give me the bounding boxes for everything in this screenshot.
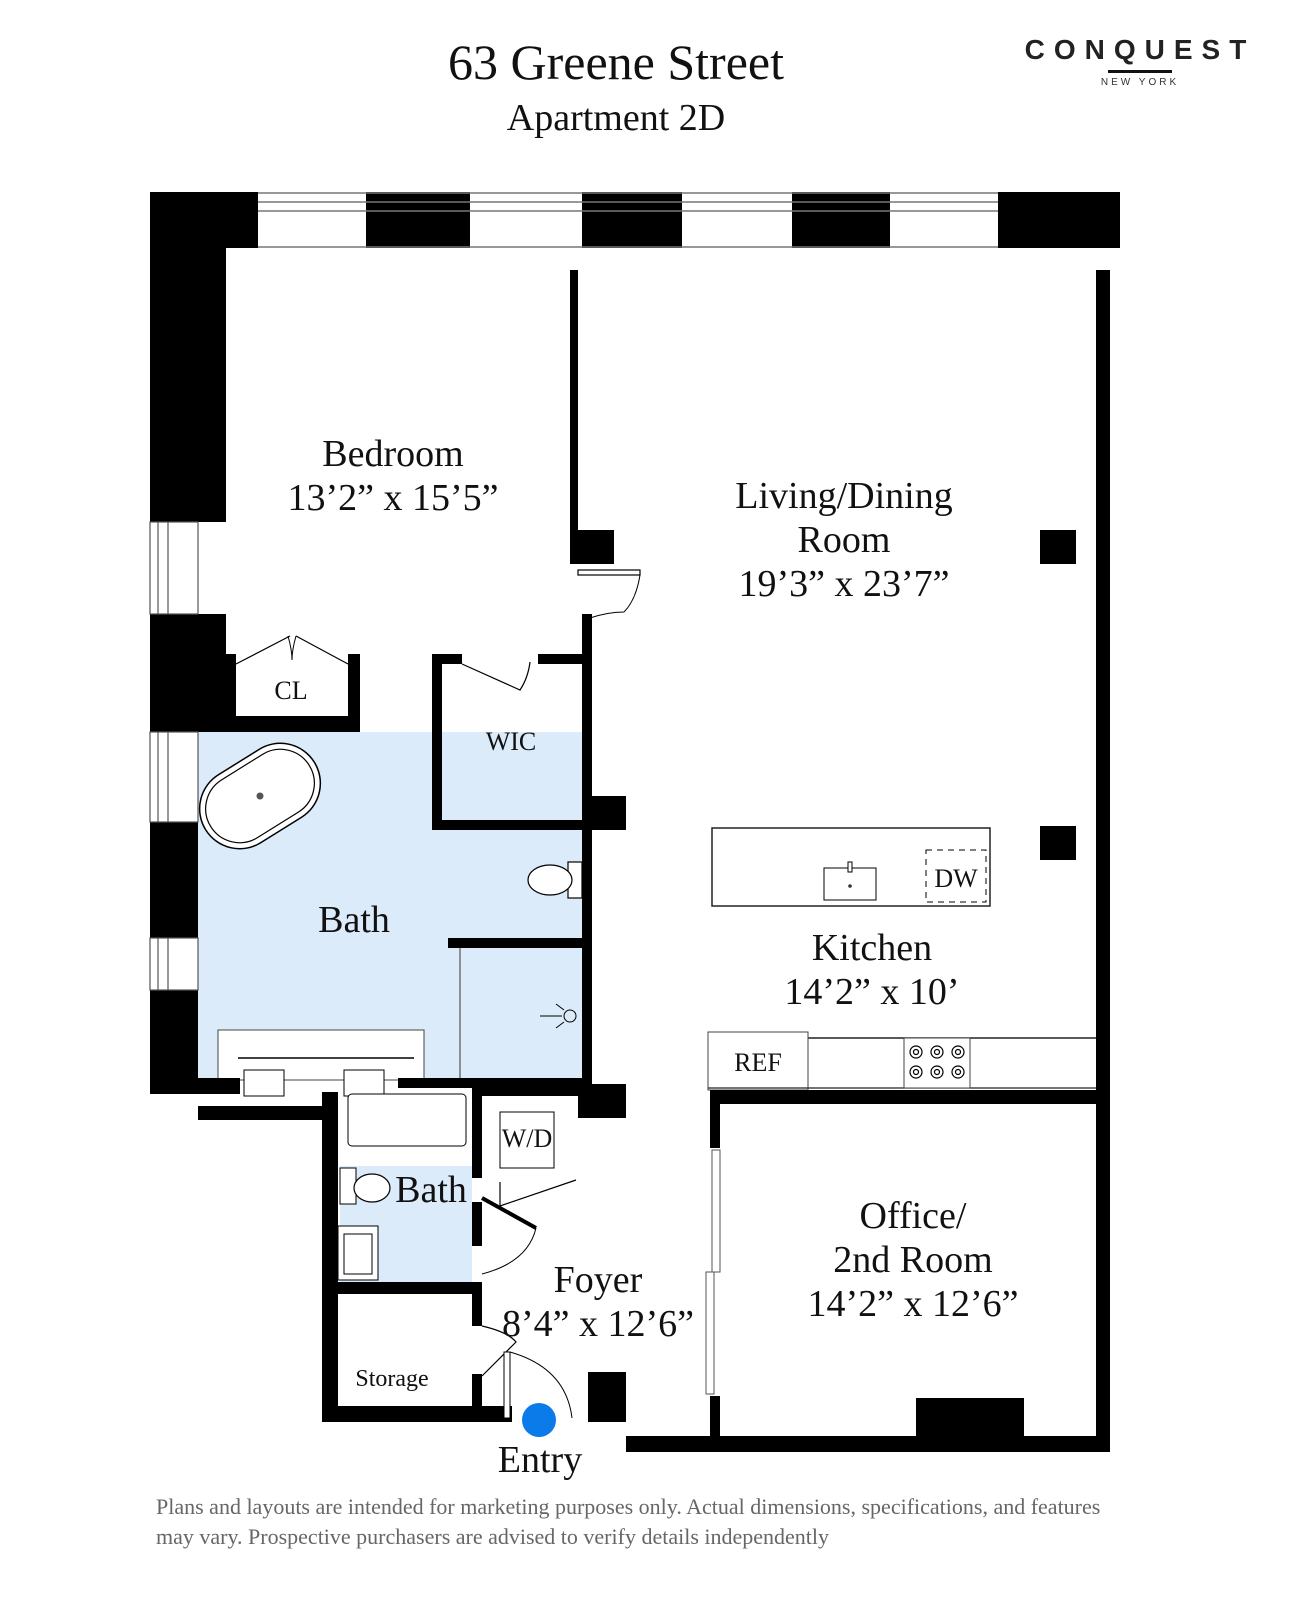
foyer-label: Foyer 8’4” x 12’6” <box>502 1258 694 1346</box>
shower-wall <box>448 938 584 948</box>
bedroom-door-swing <box>589 574 641 619</box>
bedroom-label: Bedroom 13’2” x 15’5” <box>287 432 498 520</box>
dishwasher-label: DW <box>934 864 978 893</box>
disclaimer-line-1: Plans and layouts are intended for marke… <box>156 1494 1101 1519</box>
washer-dryer-label: W/D <box>501 1124 553 1153</box>
toilet-icon <box>527 861 583 899</box>
closet-label: CL <box>274 676 308 705</box>
second-bath-label: Bath <box>395 1169 467 1211</box>
right-wall <box>1096 270 1110 1452</box>
office-name-2: 2nd Room <box>833 1239 993 1281</box>
bath-bottom-wall <box>198 1106 322 1120</box>
top-wall <box>150 192 1120 248</box>
conquest-logo: CONQUEST NEW YORK <box>1020 34 1260 88</box>
office-name-1: Office/ <box>859 1195 967 1237</box>
corridor-wall <box>582 614 592 1084</box>
bath-bottom-wall <box>398 1078 586 1088</box>
wic-label: WIC <box>485 727 537 756</box>
kitchen-counter <box>707 1031 1096 1091</box>
foyer-name: Foyer <box>553 1259 643 1301</box>
storage-door <box>481 1325 517 1377</box>
disclaimer-line-2: may vary. Prospective purchasers are adv… <box>156 1524 830 1549</box>
bath-door <box>481 1196 537 1275</box>
double-vanity <box>217 1029 425 1097</box>
bedroom-dims: 13’2” x 15’5” <box>287 477 499 519</box>
second-bath-walls <box>322 1086 512 1422</box>
master-bath-label: Bath <box>318 899 390 941</box>
page-title: 63 Greene Street <box>448 34 784 90</box>
kitchen-island <box>711 827 991 907</box>
column <box>1040 530 1076 564</box>
living-name-1: Living/Dining <box>735 475 953 517</box>
living-label: Living/Dining Room 19’3” x 23’7” <box>735 474 952 606</box>
office-label: Office/ 2nd Room 14’2” x 12’6” <box>807 1194 1018 1326</box>
kitchen-name: Kitchen <box>811 927 933 969</box>
left-wall <box>149 192 226 1094</box>
living-dims: 19’3” x 23’7” <box>738 563 950 605</box>
column <box>1040 826 1076 860</box>
column <box>570 530 614 564</box>
foyer-dims: 8’4” x 12’6” <box>501 1303 695 1345</box>
closet-cl <box>226 635 360 732</box>
stove-icon <box>909 1045 965 1079</box>
bedroom-living-wall <box>570 270 578 562</box>
kitchen-label: Kitchen 14’2” x 10’ <box>784 926 959 1014</box>
bathtub-icon <box>198 742 322 850</box>
refrigerator-label: REF <box>734 1048 782 1077</box>
shower-head-icon <box>540 1003 577 1029</box>
bedroom-name: Bedroom <box>322 433 464 475</box>
logo-brand: CONQUEST <box>1024 34 1256 65</box>
apartment-subtitle: Apartment 2D <box>506 97 726 139</box>
entry-label: Entry <box>497 1439 583 1481</box>
bottom-wall <box>626 1436 1110 1452</box>
disclaimer: Plans and layouts are intended for marke… <box>156 1492 1116 1552</box>
kitchen-dims: 14’2” x 10’ <box>784 971 960 1013</box>
bath-bottom-wall <box>150 1078 240 1094</box>
entry-door <box>503 1351 626 1422</box>
bedroom-door-leaf <box>577 569 641 576</box>
office-walls <box>705 1090 1110 1452</box>
logo-divider <box>1108 70 1172 73</box>
storage-label: Storage <box>355 1366 429 1392</box>
entry-marker-icon <box>522 1403 556 1437</box>
washer-dryer <box>482 1084 626 1207</box>
living-name-2: Room <box>797 519 891 561</box>
column <box>582 796 626 830</box>
logo-city: NEW YORK <box>1100 77 1180 88</box>
office-dims: 14’2” x 12’6” <box>807 1283 1019 1325</box>
walk-in-closet <box>432 654 586 830</box>
